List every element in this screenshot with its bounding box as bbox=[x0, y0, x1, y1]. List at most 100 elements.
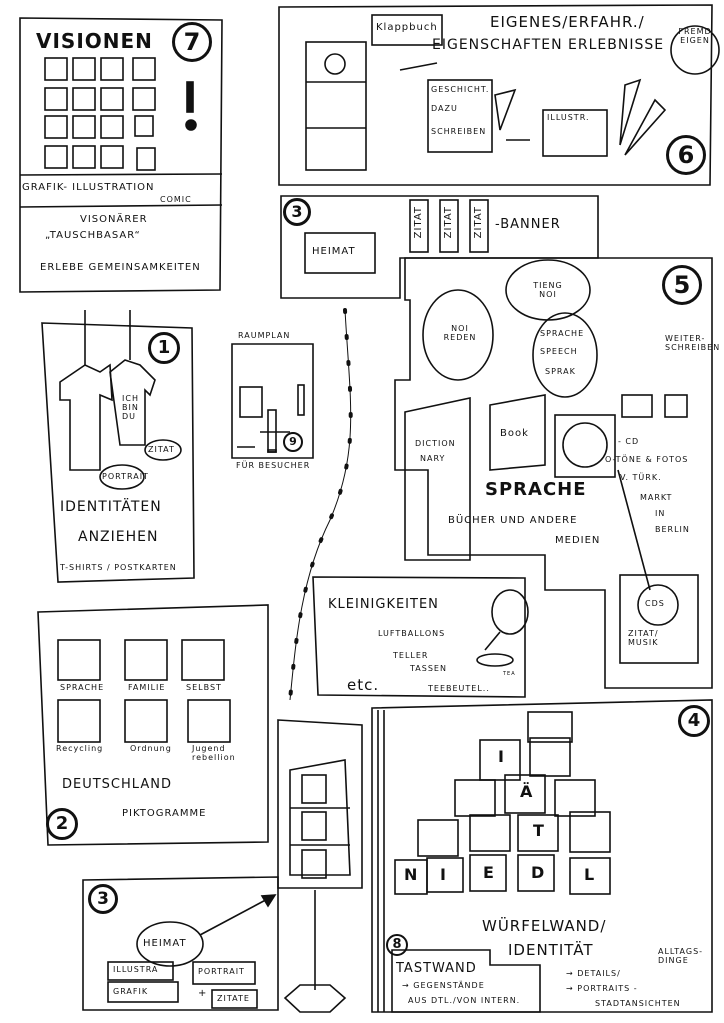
kleinigkeiten-frame bbox=[312, 576, 526, 698]
zitat-banner-2: ZITAT bbox=[443, 206, 454, 239]
zitat-label: ZITAT bbox=[148, 445, 175, 454]
stadtansichten-label: STADTANSICHTEN bbox=[595, 999, 681, 1008]
item-tassen: TASSEN bbox=[410, 664, 447, 673]
cube-letter-d: D bbox=[531, 863, 546, 882]
item-teller: TELLER bbox=[393, 651, 429, 660]
zitat-banner-1: ZITAT bbox=[413, 206, 424, 239]
section-8-frame bbox=[391, 949, 541, 1013]
pictogram-jugendrebellion: Jugend rebellion bbox=[192, 744, 236, 762]
section-4-frame bbox=[371, 699, 713, 1013]
comic-label: COMIC bbox=[160, 195, 192, 204]
cube-letter-ae: Ä bbox=[520, 782, 534, 801]
section-number-6: 6 bbox=[666, 135, 706, 175]
cube-letter-i-top: I bbox=[498, 747, 505, 766]
pictogram-recycling: Recycling bbox=[56, 744, 104, 753]
section-number-7: 7 bbox=[172, 22, 212, 62]
story-line-3: SCHREIBEN bbox=[431, 127, 487, 136]
fuer-besucher-label: FÜR BESUCHER bbox=[236, 461, 311, 470]
cds-label: CDS bbox=[645, 599, 665, 608]
tastwand-line-1: → GEGENSTÄNDE bbox=[402, 981, 485, 990]
sprache-title: SPRACHE bbox=[485, 479, 587, 500]
cube-letter-i: I bbox=[440, 865, 447, 884]
visitor-path bbox=[288, 308, 353, 702]
dictionary-line-2: NARY bbox=[420, 454, 446, 463]
section-3-bottom-frame bbox=[82, 876, 279, 1011]
bubble-sprache: SPRACHE bbox=[540, 329, 585, 338]
deutschland-title: DEUTSCHLAND bbox=[62, 777, 172, 792]
bubble-tieng-noi: TIENG NOI bbox=[533, 281, 563, 299]
o-toene-label: O-TÖNE & FOTOS bbox=[605, 455, 689, 464]
visionen-grid bbox=[44, 57, 156, 171]
grafik-illustration-label: GRAFIK- ILLUSTRATION bbox=[22, 182, 155, 193]
portrait-label: PORTRAIT bbox=[102, 472, 149, 481]
section-6-frame bbox=[278, 4, 713, 186]
header-line-2: EIGENSCHAFTEN ERLEBNISSE bbox=[432, 37, 665, 53]
section-number-5: 5 bbox=[662, 265, 702, 305]
item-luftballons: LUFTBALLONS bbox=[378, 629, 446, 638]
item-teebeutel: TEEBEUTEL.. bbox=[428, 684, 490, 693]
tea-label: TEA bbox=[503, 671, 516, 677]
bubble-speech: SPEECH bbox=[540, 347, 578, 356]
section-number-3-top: 3 bbox=[283, 198, 311, 226]
section-number-2: 2 bbox=[46, 808, 78, 840]
pictogram-familie: FAMILIE bbox=[128, 683, 166, 692]
wuerfelwand-title: WÜRFELWAND/ bbox=[482, 917, 607, 935]
display-tower bbox=[277, 719, 363, 889]
pictogram-sprache: SPRACHE bbox=[60, 683, 105, 692]
banner-label: -BANNER bbox=[495, 217, 561, 232]
cube-letter-t: T bbox=[533, 821, 545, 840]
identitaeten-title: IDENTITÄTEN bbox=[60, 499, 162, 515]
story-line-2: DAZU bbox=[431, 104, 458, 113]
weiterschreiben-label: WEITER-SCHREIBEN bbox=[665, 334, 721, 352]
bubble-sprak: SPRAK bbox=[545, 367, 576, 376]
section-number-4: 4 bbox=[678, 705, 710, 737]
section-9-frame bbox=[231, 343, 314, 459]
klappbuch-label: Klappbuch bbox=[376, 22, 438, 33]
illustr-label: ILLUSTR. bbox=[547, 113, 590, 122]
details-label: → DETAILS/ bbox=[566, 969, 621, 978]
berlin-label: BERLIN bbox=[655, 525, 690, 534]
turk-label: V. TÜRK. bbox=[620, 473, 662, 482]
story-line-1: GESCHICHT. bbox=[431, 85, 490, 94]
heimat-label: HEIMAT bbox=[312, 246, 356, 257]
section-number-8: 8 bbox=[386, 934, 408, 956]
bubble-noi-reden: NOI REDEN bbox=[443, 324, 477, 342]
ich-bin-du-label: ICH BIN DU bbox=[122, 394, 139, 421]
anziehen-title: ANZIEHEN bbox=[78, 529, 159, 545]
section-number-1: 1 bbox=[148, 332, 180, 364]
portraits-label: → PORTRAITS - bbox=[566, 984, 638, 993]
pictogram-ordnung: Ordnung bbox=[130, 744, 172, 753]
section-number-9: 9 bbox=[283, 432, 303, 452]
illustra-label: ILLUSTRA bbox=[113, 965, 159, 974]
identitaet-title: IDENTITÄT bbox=[508, 941, 594, 959]
in-label: IN bbox=[655, 509, 666, 518]
piktogramme-title: PIKTOGRAMME bbox=[122, 808, 207, 819]
alltagsdinge-label: ALLTAGS- DINGE bbox=[658, 947, 704, 965]
section-number-3-bottom: 3 bbox=[88, 884, 118, 914]
cube-letter-n: N bbox=[404, 865, 419, 884]
section-7-frame bbox=[19, 17, 223, 293]
zitate-label: ZITATE bbox=[217, 994, 250, 1003]
grafik-label: GRAFIK bbox=[113, 987, 149, 996]
header-line-1: EIGENES/ERFAHR./ bbox=[490, 13, 645, 31]
plus-label: + bbox=[198, 988, 208, 999]
etc-label: etc. bbox=[347, 676, 380, 694]
section-3-top-frame bbox=[280, 195, 599, 299]
books-line-1: BÜCHER und ANDERE bbox=[448, 515, 578, 526]
cube-letter-e: E bbox=[483, 863, 495, 882]
cube-letter-l: L bbox=[584, 865, 596, 884]
fremd-eigen-label: FREMD EIGEN bbox=[678, 27, 712, 45]
visionen-title: VISIONEN bbox=[36, 29, 153, 53]
tshirts-postkarten-label: T-SHIRTS / POSTKARTEN bbox=[60, 563, 177, 572]
dictionary-line-1: DICTION bbox=[415, 439, 456, 448]
tastwand-line-2: AUS DTL./VON INTERN. bbox=[408, 996, 521, 1005]
portrait-bottom-label: PORTRAIT bbox=[198, 967, 245, 976]
pictogram-selbst: SELBST bbox=[186, 683, 222, 692]
markt-label: MARKT bbox=[640, 493, 673, 502]
bazaar-line-1: VISONÄRER bbox=[80, 214, 148, 225]
zitat-banner-3: ZITAT bbox=[473, 206, 484, 239]
bazaar-line-2: „TAUSCHBASAR“ bbox=[45, 230, 141, 241]
books-line-2: MEDIEN bbox=[555, 535, 601, 546]
motto: ERLEBE GEMEINSAMKEITEN bbox=[40, 262, 201, 273]
